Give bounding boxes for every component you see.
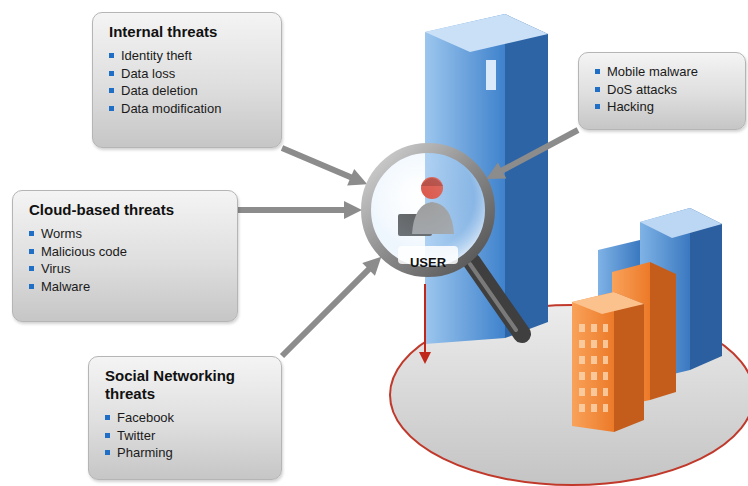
tall-building-top xyxy=(425,14,548,52)
callout-heading: Cloud-based threats xyxy=(29,201,225,219)
magnifier-handle xyxy=(472,262,522,334)
handle-highlight xyxy=(470,264,516,330)
bullet-item: Hacking xyxy=(595,98,733,116)
bullet-item: Pharming xyxy=(105,444,269,462)
red-arrow xyxy=(424,284,426,354)
bullet-item: DoS attacks xyxy=(595,81,733,99)
blue-building-top xyxy=(640,208,722,238)
bullet-item: Twitter xyxy=(105,427,269,445)
bullet-item: Malicious code xyxy=(29,243,225,261)
arrow-head xyxy=(362,257,381,276)
arrow-shaft xyxy=(499,130,578,172)
arrow-shaft xyxy=(238,207,348,213)
threat-callout: Social Networking threatsFacebookTwitter… xyxy=(88,356,282,480)
arrow-head xyxy=(347,169,367,186)
bullet-item: Malware xyxy=(29,278,225,296)
arrow-head xyxy=(344,201,362,219)
magnifier-lens: USER xyxy=(360,142,496,278)
bullet-item: Identity theft xyxy=(109,47,269,65)
bullet-item: Data modification xyxy=(109,100,269,118)
threat-arrow xyxy=(499,130,578,172)
window xyxy=(486,60,496,90)
bullet-item: Data loss xyxy=(109,65,269,83)
threat-callout: Internal threatsIdentity theftData lossD… xyxy=(92,12,282,148)
bullet-item: Virus xyxy=(29,260,225,278)
user-label: USER xyxy=(360,255,496,270)
orange-building-side xyxy=(650,262,676,400)
callout-heading: Social Networking threats xyxy=(105,367,269,403)
threat-callout: Cloud-based threatsWormsMalicious codeVi… xyxy=(12,190,238,322)
red-arrow-head xyxy=(419,352,431,364)
windows xyxy=(578,322,608,418)
arrow-head xyxy=(486,163,506,179)
arrow-shaft xyxy=(282,148,354,179)
bullet-item: Mobile malware xyxy=(595,63,733,81)
threat-arrow xyxy=(238,210,348,211)
callout-heading: Internal threats xyxy=(109,23,269,41)
orange-building xyxy=(572,292,614,432)
bullet-item: Data deletion xyxy=(109,82,269,100)
threat-arrow xyxy=(282,148,354,179)
arrow-shaft xyxy=(282,267,371,356)
blue-building-side xyxy=(690,208,722,370)
orange-building-side xyxy=(614,292,644,432)
bullet-item: Facebook xyxy=(105,409,269,427)
threat-callout: Mobile malwareDoS attacksHacking xyxy=(578,52,746,130)
bullet-item: Worms xyxy=(29,225,225,243)
tall-building-side xyxy=(505,14,548,338)
orange-building-top xyxy=(572,292,644,314)
threat-arrow xyxy=(282,267,371,356)
